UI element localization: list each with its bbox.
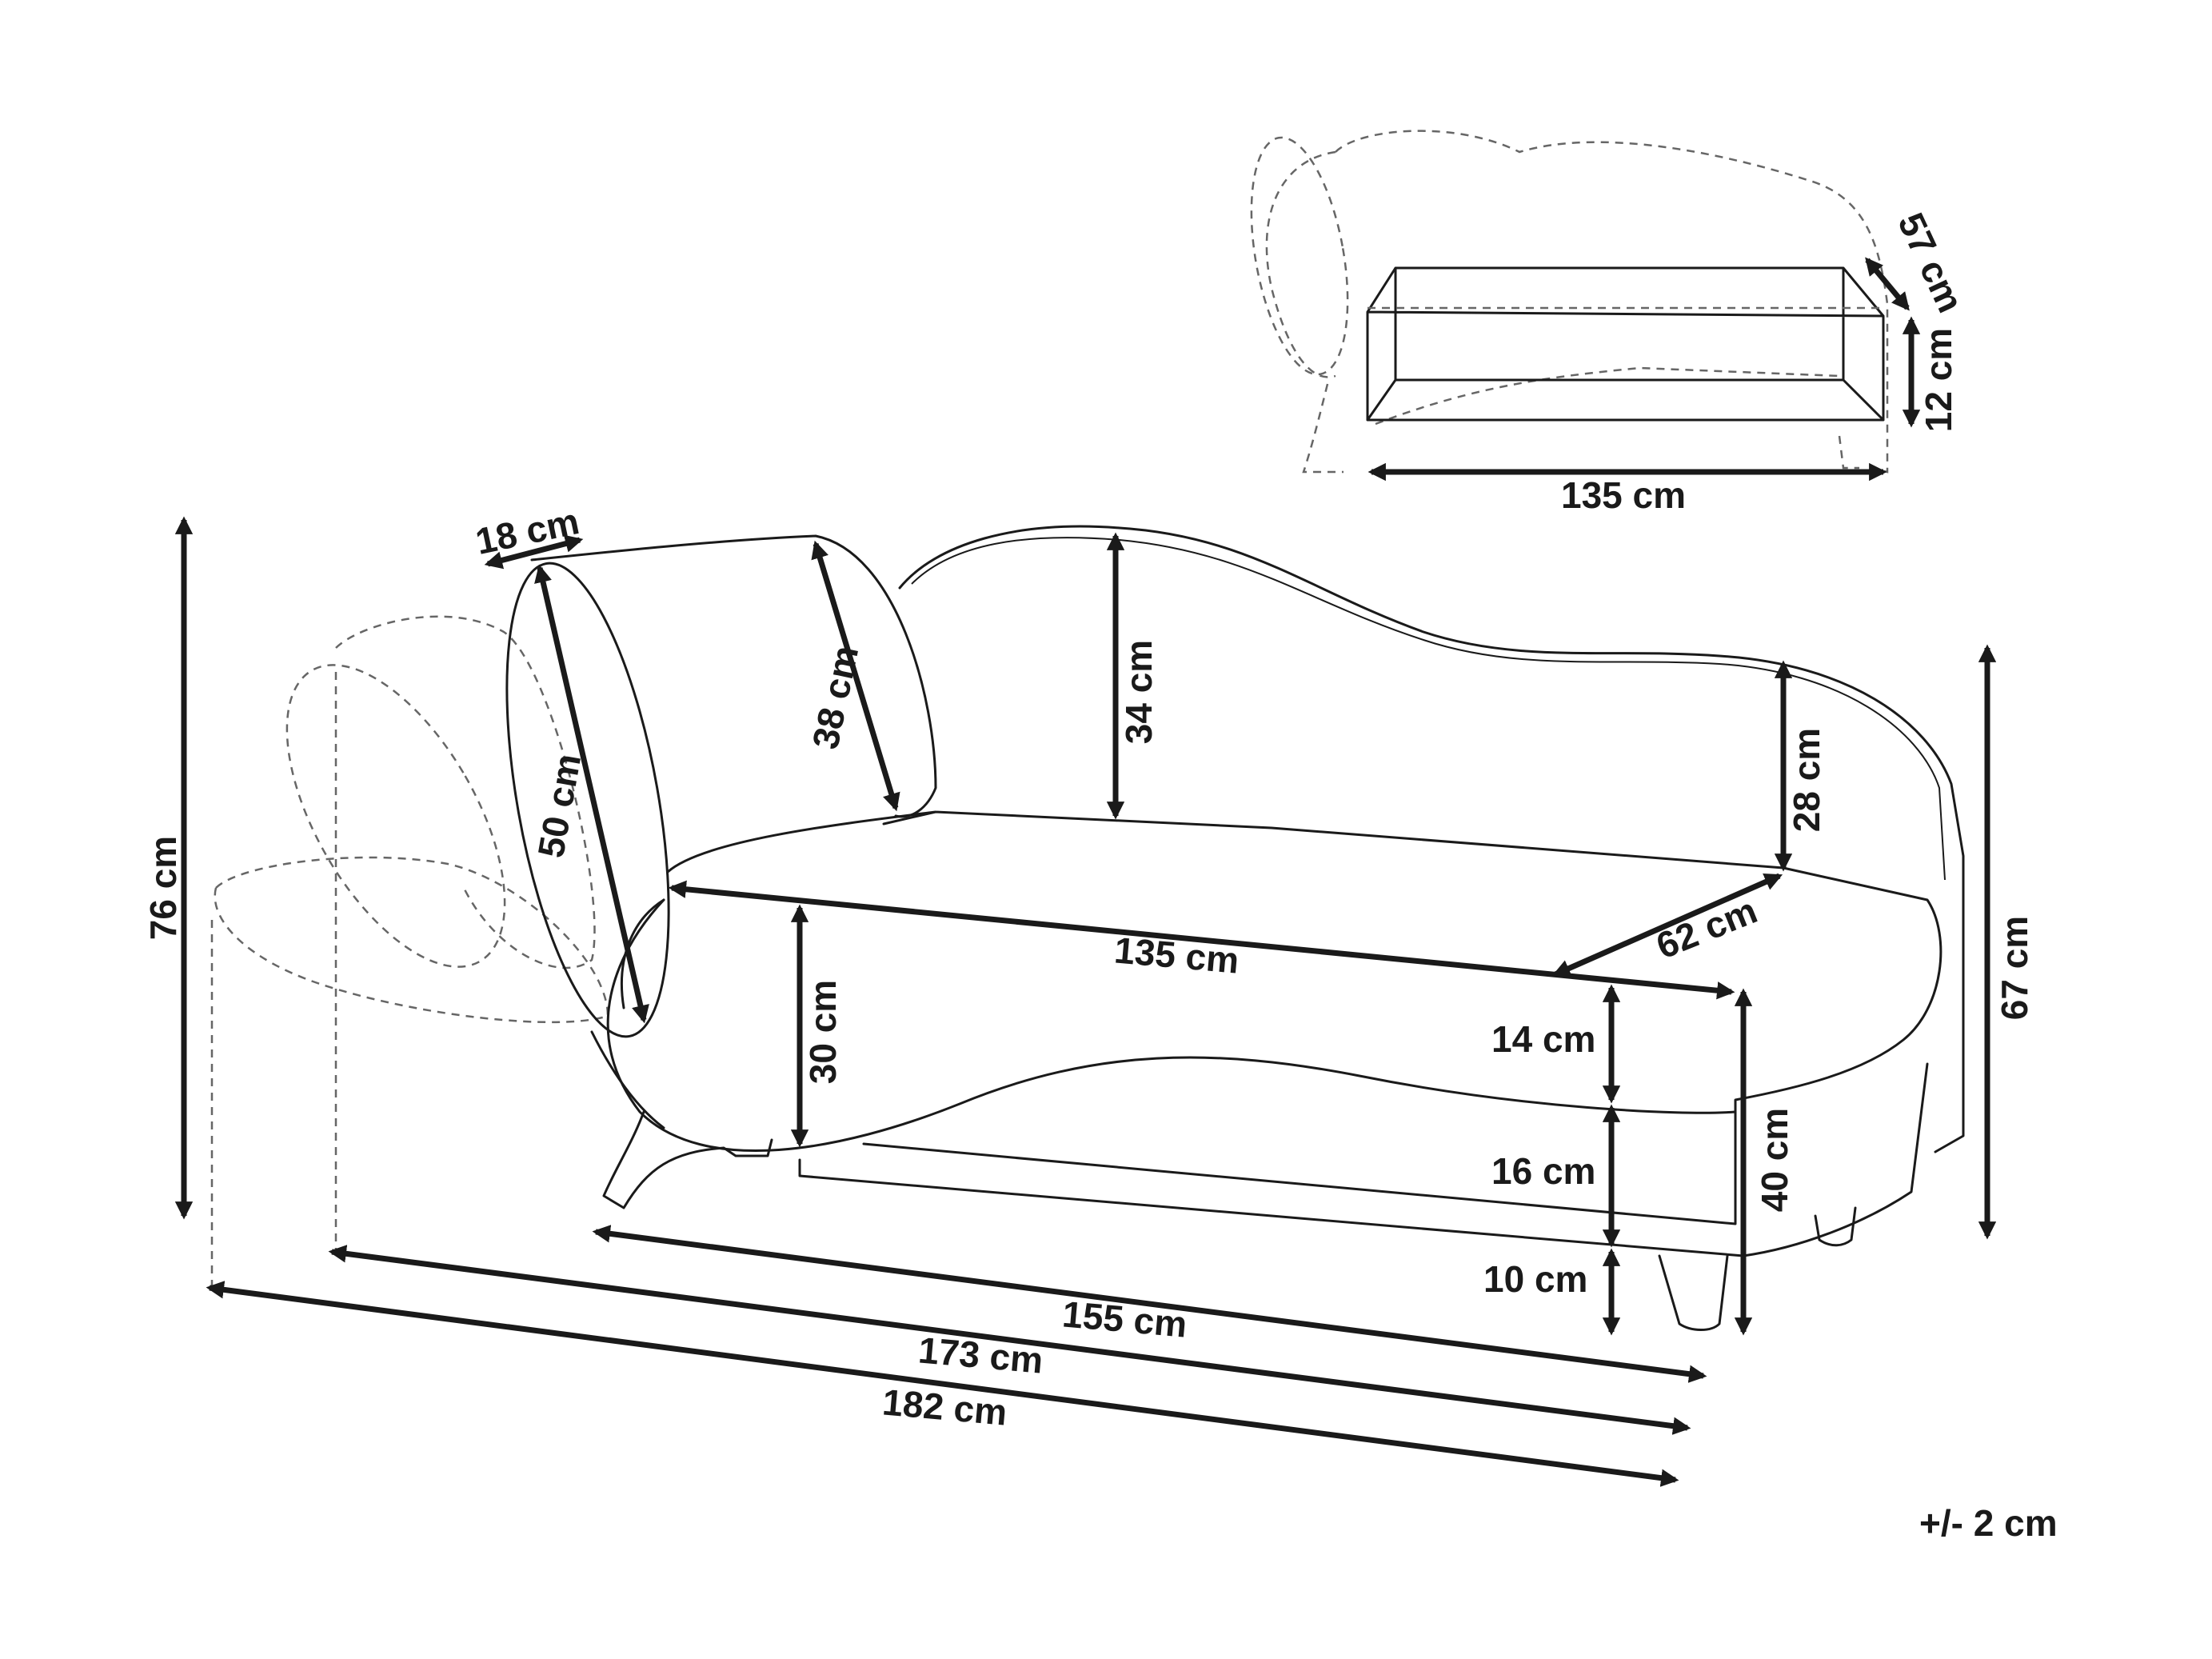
dim-length-total xyxy=(206,1281,1679,1487)
storage-box xyxy=(1366,266,1885,422)
label-total-height-pillow: 76 cm xyxy=(142,836,184,940)
label-pillow-height: 38 cm xyxy=(804,642,866,752)
label-seat-height: 40 cm xyxy=(1754,1108,1795,1212)
right-front-leg xyxy=(1658,1254,1729,1331)
label-base-height: 16 cm xyxy=(1491,1150,1595,1192)
tolerance-note: +/- 2 cm xyxy=(1919,1502,2058,1544)
inset-ghost-pillow xyxy=(1250,136,1349,376)
label-storage-length: 135 cm xyxy=(1561,474,1686,516)
backrest xyxy=(898,525,1965,1153)
label-backrest-height: 34 cm xyxy=(1118,640,1160,744)
label-length-with-pillow: 173 cm xyxy=(916,1329,1044,1381)
inset-ghost-sofa xyxy=(1265,130,1889,474)
seat-front-wave xyxy=(606,898,1737,1152)
label-total-height-arm: 67 cm xyxy=(1994,916,2035,1020)
ghost-pillow-positions xyxy=(210,615,609,1288)
label-length-body: 155 cm xyxy=(1060,1293,1188,1345)
dim-storage-depth xyxy=(1865,257,1910,311)
label-seat-cushion: 14 cm xyxy=(1491,1018,1595,1060)
label-pillow-length: 50 cm xyxy=(529,750,589,860)
dim-seat-depth xyxy=(1551,873,1783,977)
label-seat-length: 135 cm xyxy=(1112,929,1240,981)
storage-inset xyxy=(1250,130,1889,474)
dim-pillow-length xyxy=(534,564,649,1024)
label-storage-height: 12 cm xyxy=(1918,328,1959,432)
inset-ghost-seat-line xyxy=(1375,366,1840,426)
label-armrest-height: 28 cm xyxy=(1786,728,1827,832)
left-front-leg xyxy=(602,1110,773,1209)
dim-pillow-thickness xyxy=(484,534,584,570)
dim-pillow-height xyxy=(811,540,900,812)
right-back-leg xyxy=(1814,1206,1857,1247)
dimension-labels: 18 cm 50 cm 38 cm 34 cm 28 cm 135 cm 62 … xyxy=(142,206,2058,1544)
label-leg-height: 10 cm xyxy=(1483,1258,1587,1300)
seat-lower-line xyxy=(862,1110,1737,1225)
dimension-lines xyxy=(174,257,1997,1487)
label-seat-depth: 62 cm xyxy=(1651,889,1763,967)
label-seat-side: 30 cm xyxy=(802,980,844,1084)
